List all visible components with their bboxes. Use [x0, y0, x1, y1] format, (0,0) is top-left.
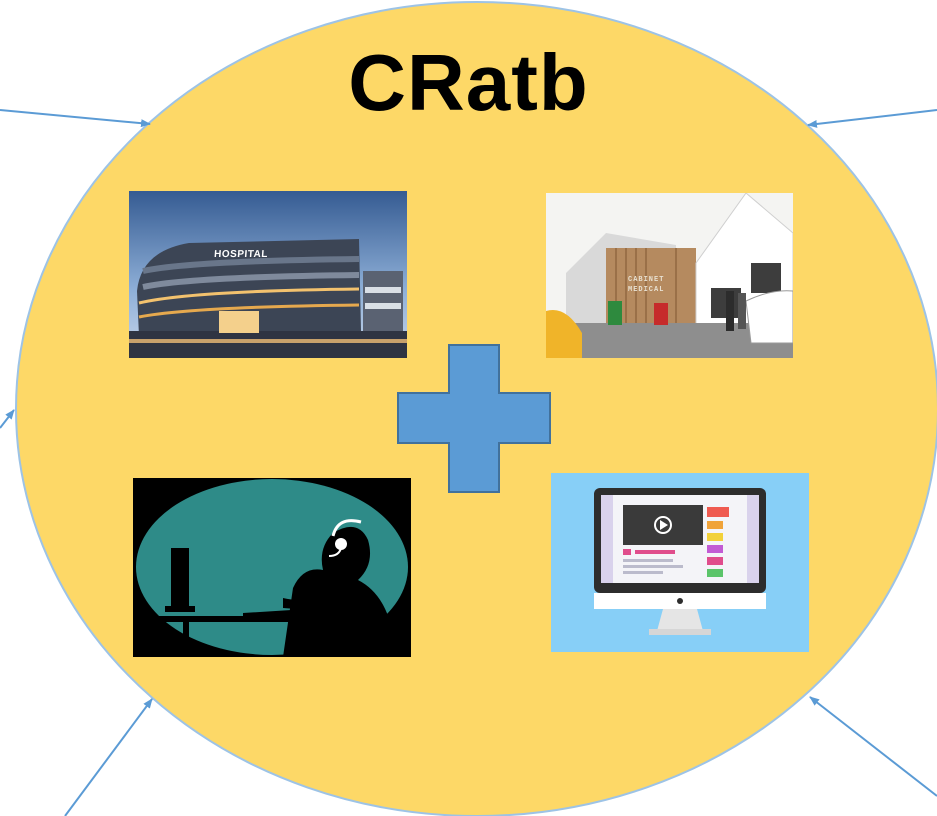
arrow-top-right — [807, 109, 937, 128]
arrow-bottom-left — [64, 698, 153, 816]
screen-image — [551, 473, 809, 652]
diagram-title: CRatb — [348, 38, 589, 127]
clinic-image: CABINET MEDICAL — [546, 193, 793, 358]
clinic-sign-line-1: CABINET — [628, 276, 665, 284]
arrow-bottom-right — [809, 696, 937, 797]
arrow-top-left — [0, 109, 151, 128]
clinic-sign-line-2: MEDICAL — [628, 286, 665, 294]
hospital-sign: HOSPITAL — [213, 249, 269, 260]
plus-icon — [397, 344, 551, 493]
hospital-image: HOSPITAL — [129, 191, 407, 358]
operator-image — [133, 478, 411, 657]
arrow-left — [0, 409, 15, 429]
clinic-sign: CABINET MEDICAL — [628, 275, 668, 295]
